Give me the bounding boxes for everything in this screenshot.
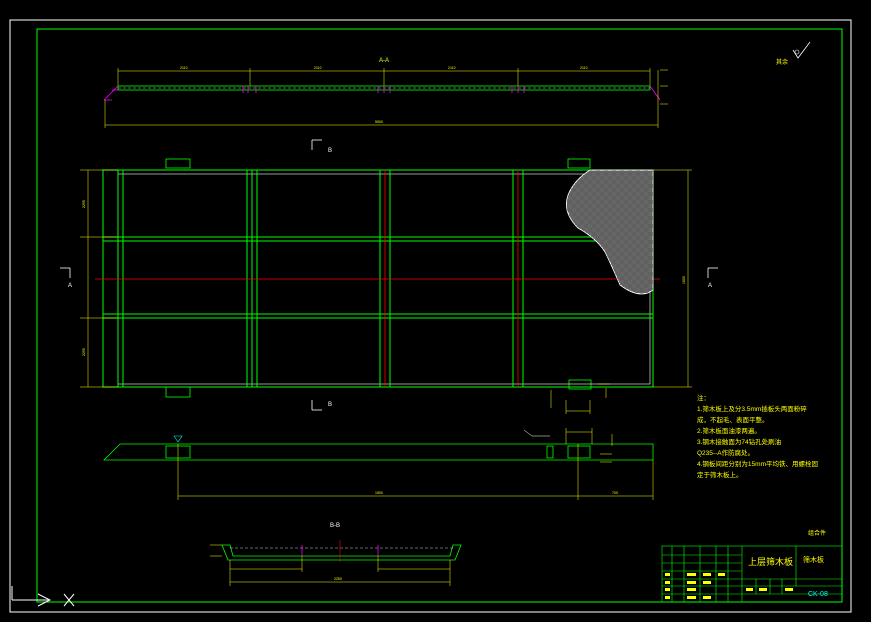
section-bb-label: B-B: [330, 523, 340, 529]
section-aa-label: A-A: [379, 58, 389, 64]
note-line: 成，不起毛、表面平整。: [697, 417, 769, 424]
svg-text:A: A: [708, 283, 712, 289]
note-line: 3.钢木接触面为74钻孔处刷油: [697, 439, 782, 446]
side-view: 1500 700: [103, 428, 654, 500]
view-arrow-a-right: A: [707, 267, 718, 289]
note-line: 1.筛木板上及分3.5mm插板头两面粉碎: [697, 406, 807, 413]
dim-aa-4: 2110: [580, 66, 588, 70]
scale-note: 组合件: [808, 531, 827, 537]
notes-heading: 注：: [697, 395, 710, 402]
dim-plan-left-1: 2295: [82, 200, 86, 208]
material: 筛木板: [803, 557, 824, 564]
part-name: 上层筛木板: [748, 557, 794, 567]
dim-aa-1: 2110: [180, 66, 188, 70]
title-block-glyphs: [665, 573, 793, 599]
dim-aa-3: 2110: [448, 66, 456, 70]
view-arrow-a-left: A: [60, 267, 72, 289]
dim-bb-total: 2250: [334, 577, 342, 581]
section-aa-view: A-A 2110 2110 2110 2110 5500: [103, 58, 668, 128]
dim-aa-2: 2110: [314, 66, 322, 70]
technical-notes: 注： 1.筛木板上及分3.5mm插板头两面粉碎 成，不起毛、表面平整。 2.筛木…: [697, 393, 818, 481]
svg-text:B: B: [328, 402, 332, 408]
view-arrow-b-bottom: B: [311, 400, 332, 411]
dim-plan-left-2: 2295: [82, 348, 86, 356]
dim-side-1: 1500: [375, 491, 383, 495]
section-bb-view: B-B 2250: [210, 523, 462, 586]
ucs-icon: [11, 586, 75, 607]
outer-border: [9, 19, 852, 613]
svg-text:A: A: [68, 283, 72, 289]
dim-plan-right: 1600: [682, 276, 686, 284]
surface-finish-symbol: 其余: [776, 41, 811, 66]
drawing-number: CK-08: [808, 591, 828, 598]
plan-view: 2295 2295 1600: [80, 158, 692, 414]
note-line: 2.筛木板面油漆两遍。: [697, 428, 761, 435]
note-line: 4.钢板间距分别为15mm平均铁、用螺栓固: [697, 461, 818, 468]
note-line: Q235--A作防腐处。: [697, 450, 755, 457]
title-block: [661, 545, 843, 603]
inner-frame: [36, 28, 843, 603]
dim-aa-total: 5500: [375, 120, 383, 124]
svg-text:其余: 其余: [776, 58, 788, 66]
view-arrow-b-top: B: [311, 139, 332, 154]
note-line: 定于筛木板上。: [697, 472, 743, 479]
dim-side-2: 700: [612, 491, 618, 495]
svg-text:B: B: [328, 148, 332, 154]
